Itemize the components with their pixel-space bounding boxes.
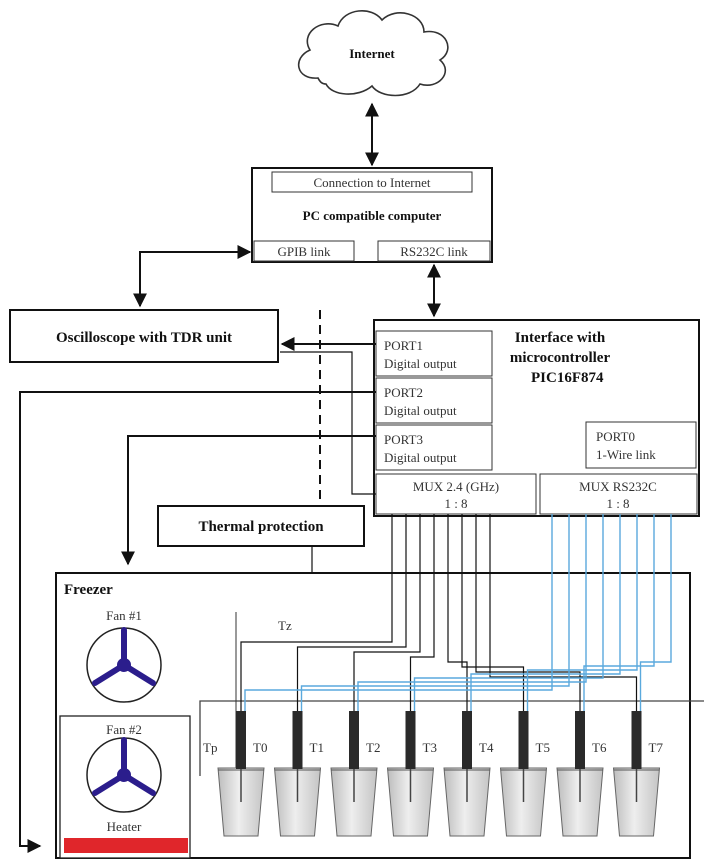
thermal-label: Thermal protection — [198, 519, 324, 535]
port2-box — [375, 377, 493, 424]
rs-wire-T3 — [413, 514, 604, 712]
sensor-label-T4: T4 — [479, 740, 494, 755]
ghz-wire-T0 — [240, 514, 393, 711]
sensor-label-T7: T7 — [649, 740, 664, 755]
interface-title-1: Interface with — [515, 330, 606, 346]
probe-T4 — [462, 711, 472, 769]
port0-box — [585, 421, 697, 469]
mux-ghz-box — [375, 473, 537, 515]
port3-fan-line — [121, 435, 376, 566]
port0-desc: 1-Wire link — [596, 447, 656, 462]
mux-ghz-line2: 1 : 8 — [444, 496, 467, 511]
sensor-array: T0 T1 T2 T3 T4 T5 T6 T7 — [217, 711, 664, 837]
pc-computer: Connection to Internet PC compatible com… — [251, 167, 493, 263]
probe-T6 — [575, 711, 585, 769]
sensor-label-T6: T6 — [592, 740, 607, 755]
heater-bar — [64, 838, 188, 853]
oscilloscope-label: Oscilloscope with TDR unit — [56, 330, 232, 346]
sensor-label-T3: T3 — [423, 740, 437, 755]
mux-ghz-line1: MUX 2.4 (GHz) — [413, 479, 499, 494]
port1-name: PORT1 — [384, 338, 423, 353]
fan-2-heater: Fan #2 Heater — [59, 715, 191, 859]
mux-oscilloscope-line — [280, 351, 376, 495]
freezer: Freezer Tz Fan #1 Fan #2 Heater — [55, 572, 704, 859]
thermal-protection: Thermal protection — [157, 505, 365, 547]
rs232-label: RS232C link — [400, 244, 468, 259]
sensor-label-T1: T1 — [310, 740, 324, 755]
freezer-label: Freezer — [64, 582, 113, 598]
mux-rs-box — [539, 473, 698, 515]
port1-box — [375, 330, 493, 377]
interface-box: Interface with microcontroller PIC16F874… — [373, 319, 700, 517]
gpib-arrow — [133, 245, 252, 308]
tp-label: Tp — [203, 740, 217, 755]
port3-name: PORT3 — [384, 432, 423, 447]
mux-rs-line2: 1 : 8 — [606, 496, 629, 511]
bath-vessel — [199, 700, 704, 776]
rs-wire-T5 — [526, 514, 638, 712]
ghz-wire-T5 — [461, 514, 525, 711]
port3-box — [375, 424, 493, 471]
sensor-label-T0: T0 — [253, 740, 267, 755]
internet-label: Internet — [349, 46, 395, 61]
heater-label: Heater — [107, 819, 142, 834]
probe-T7 — [631, 711, 642, 769]
probe-T1 — [292, 711, 303, 769]
rs-wire-T2 — [357, 514, 587, 712]
mux-rs-line1: MUX RS232C — [579, 479, 657, 494]
rs-wire-T1 — [300, 514, 570, 712]
rs-wire-T7 — [639, 514, 672, 712]
internet-cloud: Internet — [297, 10, 449, 97]
fan-1: Fan #1 — [86, 608, 162, 703]
gpib-label: GPIB link — [277, 244, 331, 259]
fan1-label: Fan #1 — [106, 608, 142, 623]
sensor-label-T2: T2 — [366, 740, 380, 755]
tz-label: Tz — [278, 618, 292, 633]
rs-wire-T0 — [244, 514, 553, 712]
rs-wire-T6 — [583, 514, 655, 712]
port1-desc: Digital output — [384, 356, 457, 371]
probe-T2 — [349, 711, 359, 769]
port2-name: PORT2 — [384, 385, 423, 400]
probe-T0 — [236, 711, 246, 769]
rs-wire-T4 — [470, 514, 621, 712]
port3-desc: Digital output — [384, 450, 457, 465]
ghz-wire-T1 — [296, 514, 407, 711]
fan2-label: Fan #2 — [106, 722, 142, 737]
port2-heater-line — [19, 391, 376, 853]
mux-rs-wires — [244, 514, 672, 712]
probe-T3 — [405, 711, 416, 769]
pc-title: PC compatible computer — [303, 208, 442, 223]
gpib-port — [253, 240, 355, 262]
port0-name: PORT0 — [596, 429, 635, 444]
interface-title-2: microcontroller — [510, 350, 611, 366]
interface-title-3: PIC16F874 — [531, 370, 604, 386]
ghz-wire-T7 — [489, 514, 638, 711]
sensor-label-T5: T5 — [536, 740, 550, 755]
rs232-port — [377, 240, 491, 262]
internet-connection-label: Connection to Internet — [314, 175, 431, 190]
internet-connection-box — [271, 171, 473, 193]
port2-desc: Digital output — [384, 403, 457, 418]
ghz-wire-T2 — [353, 514, 421, 711]
oscilloscope-box: Oscilloscope with TDR unit — [9, 309, 279, 363]
probe-T5 — [518, 711, 529, 769]
ghz-wire-T3 — [409, 514, 435, 711]
